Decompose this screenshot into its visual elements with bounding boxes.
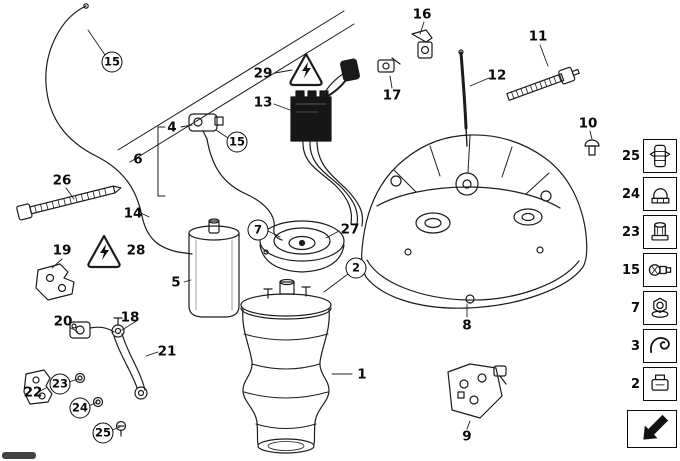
holder-bracket-22 xyxy=(23,369,53,405)
control-unit xyxy=(290,90,332,142)
legend-item-24[interactable]: 24 xyxy=(622,176,677,212)
legend-item-25[interactable]: 25 xyxy=(622,138,677,174)
leader-lines xyxy=(39,21,593,431)
screw-plug-icon xyxy=(651,222,669,241)
mushroom-bolt xyxy=(584,139,600,156)
callout-23[interactable]: 23 xyxy=(49,373,71,395)
fastener-screw-25 xyxy=(115,420,127,437)
pressure-line-tube xyxy=(45,3,283,255)
tube-fitting xyxy=(188,113,224,140)
callout-11[interactable]: 11 xyxy=(528,28,548,45)
fastener-bolt-23 xyxy=(74,372,86,384)
legend-label: 3 xyxy=(630,338,640,354)
legend-item-7[interactable]: 7 xyxy=(622,290,677,326)
callout-13[interactable]: 13 xyxy=(253,94,273,111)
direction-arrow-box[interactable] xyxy=(627,410,677,448)
legend-label: 23 xyxy=(622,224,641,240)
callout-4[interactable]: 4 xyxy=(167,119,177,136)
legend-label: 24 xyxy=(622,186,641,202)
callout-7[interactable]: 7 xyxy=(247,219,269,241)
callout-2[interactable]: 2 xyxy=(345,257,367,279)
callout-25[interactable]: 25 xyxy=(92,422,114,444)
cable-tie-11 xyxy=(506,66,580,101)
fastener-nut-24 xyxy=(92,396,104,408)
air-spring-bellows xyxy=(240,278,332,454)
callout-18[interactable]: 18 xyxy=(120,309,140,326)
callout-9[interactable]: 9 xyxy=(462,428,472,445)
callout-29[interactable]: 29 xyxy=(253,65,273,82)
legend-column: 25 24 xyxy=(619,138,677,448)
callout-21[interactable]: 21 xyxy=(157,343,177,360)
retaining-clip-17 xyxy=(377,57,401,73)
legend-label: 7 xyxy=(630,300,640,316)
callout-28[interactable]: 28 xyxy=(126,242,146,259)
valve-fitting-icon xyxy=(648,264,672,276)
legend-item-2[interactable]: 2 xyxy=(622,366,677,402)
callout-5[interactable]: 5 xyxy=(171,274,181,291)
seal-hose-icon xyxy=(649,337,670,354)
callout-20[interactable]: 20 xyxy=(53,313,73,330)
flange-nut-icon xyxy=(651,297,669,318)
callout-14[interactable]: 14 xyxy=(123,205,143,222)
legend-label: 15 xyxy=(622,262,641,278)
callout-15[interactable]: 15 xyxy=(226,131,248,153)
legend-label: 2 xyxy=(630,376,640,392)
guide-lines xyxy=(117,10,355,163)
callout-27[interactable]: 27 xyxy=(340,221,360,238)
callout-6[interactable]: 6 xyxy=(133,151,143,168)
legend-item-23[interactable]: 23 xyxy=(622,214,677,250)
warning-triangle-28 xyxy=(87,234,121,269)
legend-item-3[interactable]: 3 xyxy=(622,328,677,364)
level-sensor xyxy=(69,321,115,339)
callout-10[interactable]: 10 xyxy=(578,115,598,132)
warning-triangle-29 xyxy=(289,52,323,87)
legend-item-15[interactable]: 15 xyxy=(622,252,677,288)
callout-24[interactable]: 24 xyxy=(69,397,91,419)
callout-26[interactable]: 26 xyxy=(52,172,72,189)
callout-1[interactable]: 1 xyxy=(357,366,367,383)
guide-rod xyxy=(458,49,468,147)
callout-12[interactable]: 12 xyxy=(487,67,507,84)
clamp-clip-icon xyxy=(651,374,669,391)
callout-16[interactable]: 16 xyxy=(412,6,432,23)
direction-arrow-icon xyxy=(643,414,669,440)
dome-cover xyxy=(361,134,588,309)
pressure-sensor xyxy=(327,58,360,97)
callout-15[interactable]: 15 xyxy=(101,51,123,73)
sensor-link-rod xyxy=(111,317,148,400)
callout-22[interactable]: 22 xyxy=(23,384,43,401)
cable-tie-26 xyxy=(16,185,122,221)
pressure-accumulator xyxy=(188,218,240,318)
callout-19[interactable]: 19 xyxy=(52,242,72,259)
watermark xyxy=(2,452,36,459)
cap-nut-icon xyxy=(651,188,670,204)
retaining-clip-16 xyxy=(411,29,433,59)
callout-8[interactable]: 8 xyxy=(462,317,472,334)
support-mount xyxy=(259,220,345,273)
mounting-bracket-9 xyxy=(447,363,507,419)
holder-bracket-19 xyxy=(35,263,75,301)
callout-17[interactable]: 17 xyxy=(382,87,402,104)
legend-label: 25 xyxy=(622,148,641,164)
expansion-clip-icon xyxy=(649,144,671,168)
span-line-6 xyxy=(157,126,166,197)
